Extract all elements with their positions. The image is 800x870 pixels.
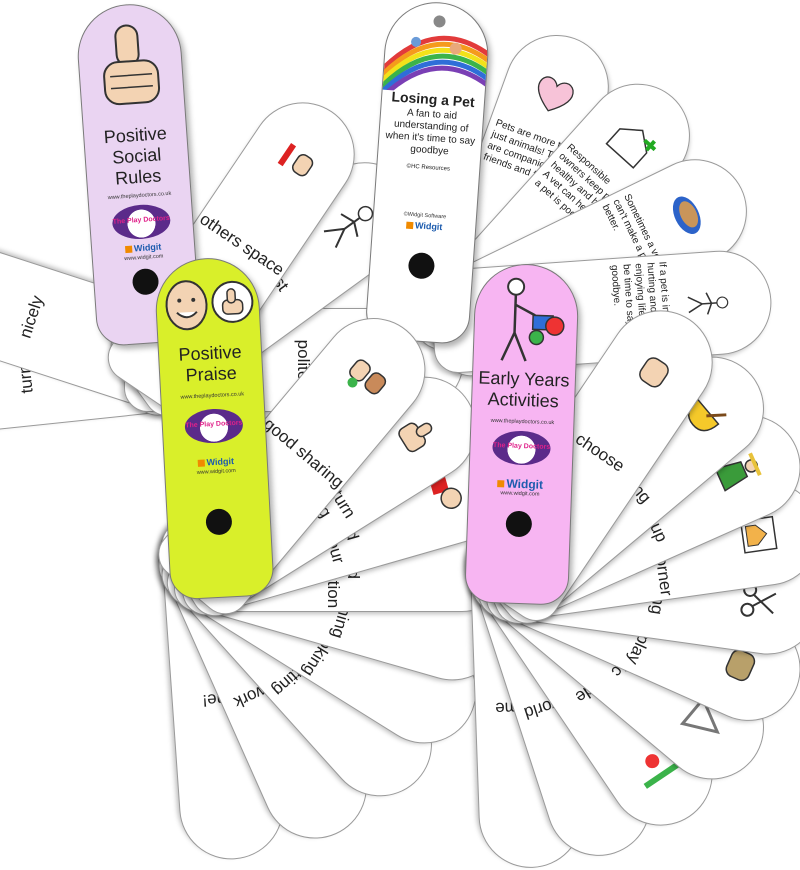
social-blade-word: nicely	[15, 293, 48, 341]
pet-blade: If a pet is in pain, hurting and not enj…	[428, 247, 775, 375]
pet-blade: Responsible owners keep pets healthy and…	[406, 62, 712, 385]
social-rules-cover: Positive Social Rules www.theplaydoctors…	[74, 0, 202, 348]
early-blade: outside	[456, 505, 733, 846]
widgit-logo-text: Widgit	[506, 476, 544, 492]
dress-up-icon	[714, 452, 762, 492]
sleeping-pet-icon	[672, 196, 701, 234]
triangle-instrument-icon	[679, 696, 720, 735]
praise-blade: good sharing	[148, 296, 447, 625]
rivet-hole	[505, 510, 533, 538]
rivet-hole	[407, 251, 436, 280]
social-blade: others space	[98, 82, 375, 423]
rainbow-animals-picture	[382, 15, 492, 97]
heart-icon	[537, 76, 574, 112]
rivet-hole	[205, 508, 233, 536]
stick-figure-icon	[687, 292, 729, 315]
widgit-logo-text: Widgit	[133, 241, 162, 254]
positive-praise-title: Positive Praise	[178, 341, 243, 386]
positive-praise-cover: Positive Praise www.theplaydoctors.co.uk…	[153, 255, 275, 601]
widgit-logo-text: Widgit	[414, 220, 443, 233]
praise-blade: good turn taking	[152, 356, 496, 626]
child-pushing-toy-icon	[500, 277, 565, 362]
sharing-hands-icon	[347, 359, 387, 395]
thumbs-up-icon	[103, 24, 161, 106]
widgit-logo-text: Widgit	[206, 456, 235, 468]
stick-figure-icon	[323, 205, 374, 249]
early-years-title: Early Years Activities	[478, 367, 570, 412]
positive-praise-url: www.theplaydoctors.co.uk	[180, 391, 245, 401]
losing-a-pet-description: A fan to aid understanding of when it's …	[385, 107, 476, 158]
thumbs-up-icon	[211, 280, 254, 323]
pet-blade: Pets are more than just animals! They ar…	[409, 20, 624, 376]
pointing-hand-icon	[639, 357, 669, 388]
thumbs-up-icon	[398, 422, 433, 453]
smiling-face-icon	[165, 280, 208, 331]
vet-house-icon	[605, 128, 657, 169]
social-blade: first	[101, 141, 438, 426]
social-rules-title: Positive Social Rules	[103, 122, 168, 189]
stop-hand-icon	[277, 142, 314, 177]
early-blade: choose	[456, 290, 733, 631]
early-blade: dress up	[464, 398, 800, 632]
early-years-cover: Early Years Activities www.theplaydoctor…	[464, 262, 580, 606]
social-rules-url: www.theplaydoctors.co.uk	[107, 190, 172, 202]
early-blade: messy play	[464, 504, 800, 738]
rivet-hole	[131, 267, 160, 296]
pet-blade: Sometimes a vet can't make a pet better.	[413, 141, 765, 385]
early-blade: music	[457, 502, 786, 801]
messy-hands-icon	[725, 649, 756, 682]
early-years-url: www.theplaydoctors.co.uk	[490, 417, 555, 427]
praise-blade-word: good sharing	[259, 414, 348, 493]
flower-icon	[643, 754, 681, 789]
hc-resources-credit: ©HC Resources	[406, 163, 451, 173]
